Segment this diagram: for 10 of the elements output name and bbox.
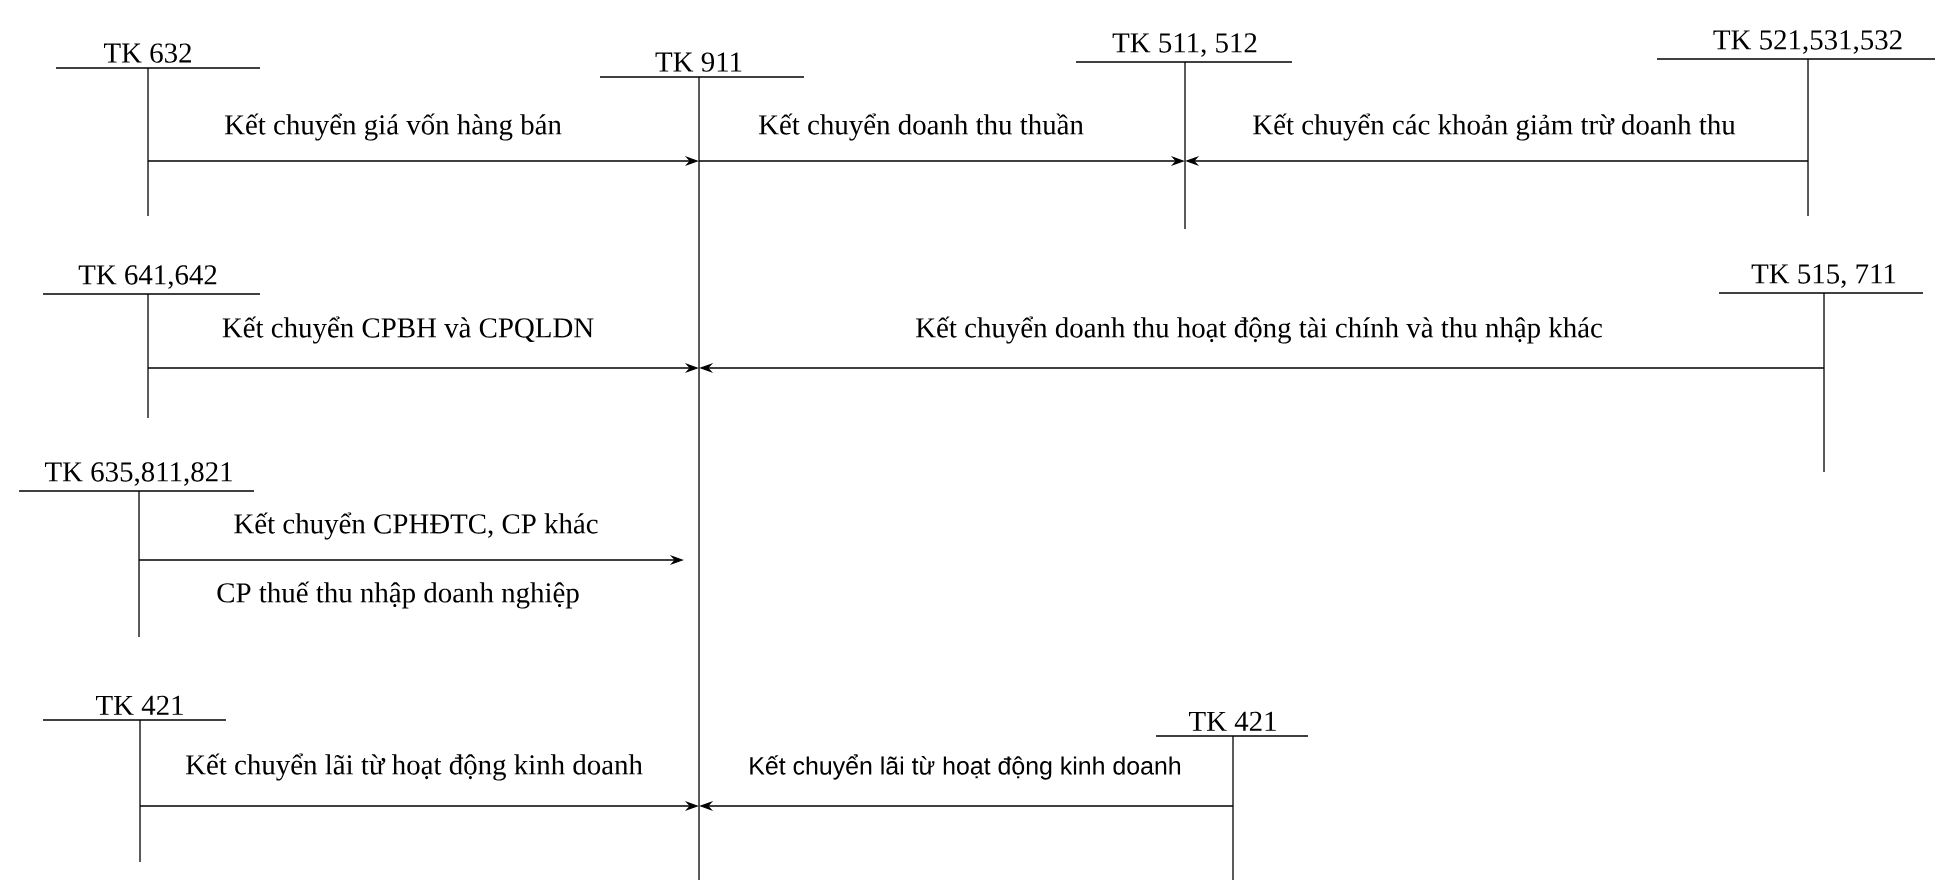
edge-label: Kết chuyển lãi từ hoạt động kinh doanh bbox=[185, 753, 643, 781]
note-text: CP thuế thu nhập doanh nghiệp bbox=[217, 581, 579, 609]
edge-label: Kết chuyển giá vốn hàng bán bbox=[224, 113, 562, 141]
edge-label: Kết chuyển doanh thu hoạt động tài chính và thu nhập khác bbox=[916, 316, 1602, 344]
edge-label: Kết chuyển lãi từ hoạt động kinh doanh bbox=[750, 754, 1181, 780]
edge-label: Kết chuyển doanh thu thuần bbox=[758, 113, 1084, 141]
edge-label: Kết chuyển CPHĐTC, CP khác bbox=[234, 512, 598, 540]
edge-label: Kết chuyển các khoản giảm trừ doanh thu bbox=[1253, 113, 1736, 141]
t-account: TK 515, 711 bbox=[1718, 264, 1924, 473]
edge-label: Kết chuyển CPBH và CPQLDN bbox=[222, 316, 594, 344]
